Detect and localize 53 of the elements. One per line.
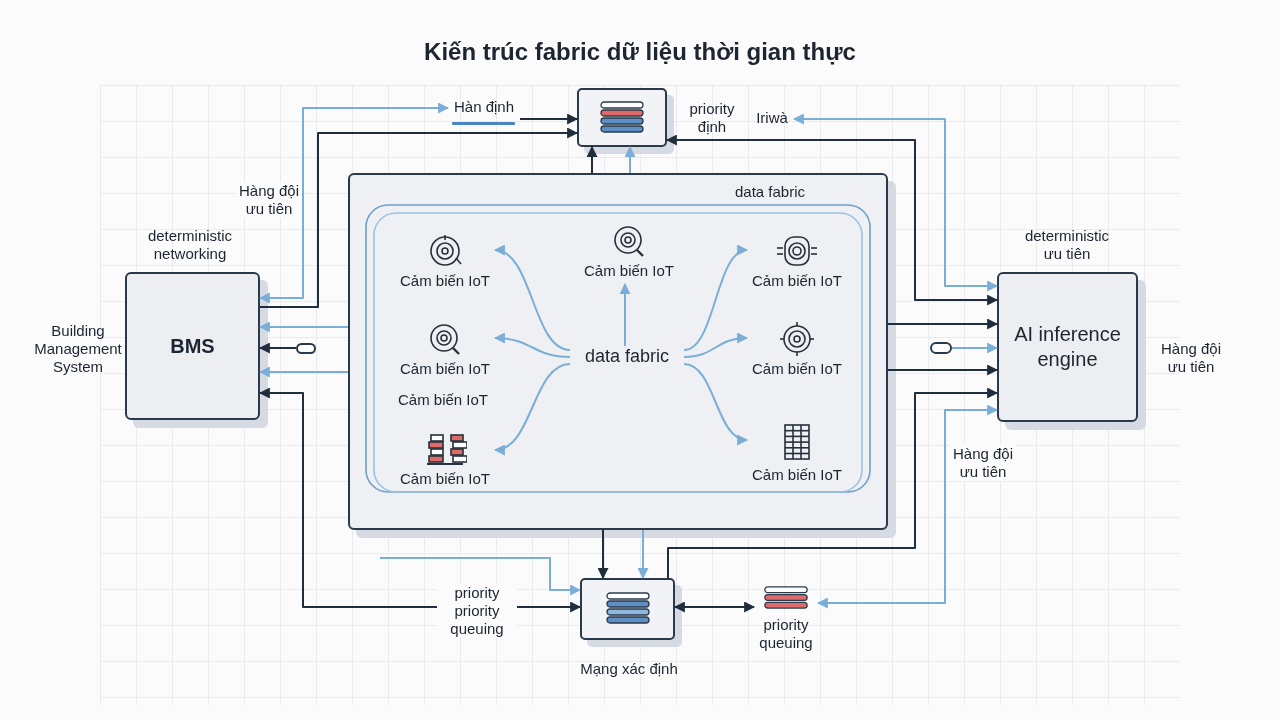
queue-label: priority định (688, 100, 736, 136)
sensor-label: Cảm biến IoT (751, 272, 842, 290)
side-note: deterministic ưu tiên (1023, 227, 1111, 263)
arrow (667, 387, 999, 579)
flow-label: Hàn định (452, 98, 515, 116)
sensor-label: Cảm biến IoT (399, 272, 490, 290)
edge-label: Hàng đội ưu tiên (950, 445, 1016, 481)
arrow (683, 247, 749, 351)
side-note: deterministic networking (146, 227, 234, 263)
side-note: Building Management System (33, 322, 123, 376)
arrow (665, 134, 999, 306)
arrow (887, 318, 999, 330)
queue-label: priority queuing (758, 616, 814, 652)
fabric-label: data fabric (583, 346, 671, 368)
sensor-label: Cảm biến IoT (583, 262, 674, 280)
arrow (258, 102, 450, 304)
edge-label: priority priority queuing (437, 584, 517, 638)
sensor-label: Cảm biến IoT (399, 470, 490, 488)
arrow (493, 363, 571, 454)
sensor-label: Cảm biến IoT (751, 360, 842, 378)
arrow (493, 332, 571, 358)
arrow (258, 321, 349, 333)
arrow (887, 364, 999, 376)
arrow (683, 333, 749, 358)
edge-label: Hàng đội ưu tiên (236, 182, 302, 218)
arrow (683, 363, 749, 444)
sensor-label: Cảm biến IoT (399, 360, 490, 378)
sensor-label: Cảm biến IoT (751, 466, 842, 484)
panel-heading: data fabric (733, 183, 806, 201)
arrow (637, 529, 649, 580)
arrow (258, 366, 349, 378)
arrow (586, 145, 598, 174)
sensor-label: Cảm biến IoT (396, 391, 489, 409)
arrow (624, 145, 636, 174)
arrow (258, 342, 297, 354)
arrow (619, 282, 631, 347)
arrow (379, 557, 582, 596)
system-name: AI inference engine (1013, 322, 1122, 372)
capsule-icon (930, 342, 952, 354)
arrow (673, 601, 756, 613)
arrow (493, 246, 571, 351)
system-name: BMS (169, 333, 216, 359)
arrow (519, 113, 579, 125)
queue-label: Mạng xác định (579, 660, 679, 678)
arrow (951, 342, 999, 354)
capsule-icon (296, 343, 316, 354)
flow-label: Iriwà (755, 109, 789, 127)
diagram-title: Kiến trúc fabric dữ liệu thời gian thực (423, 38, 857, 67)
arrow (597, 529, 609, 580)
side-note: Hàng đội ưu tiên (1159, 340, 1222, 376)
arrow (792, 113, 999, 292)
arrow (816, 404, 999, 609)
arrow (259, 127, 579, 308)
